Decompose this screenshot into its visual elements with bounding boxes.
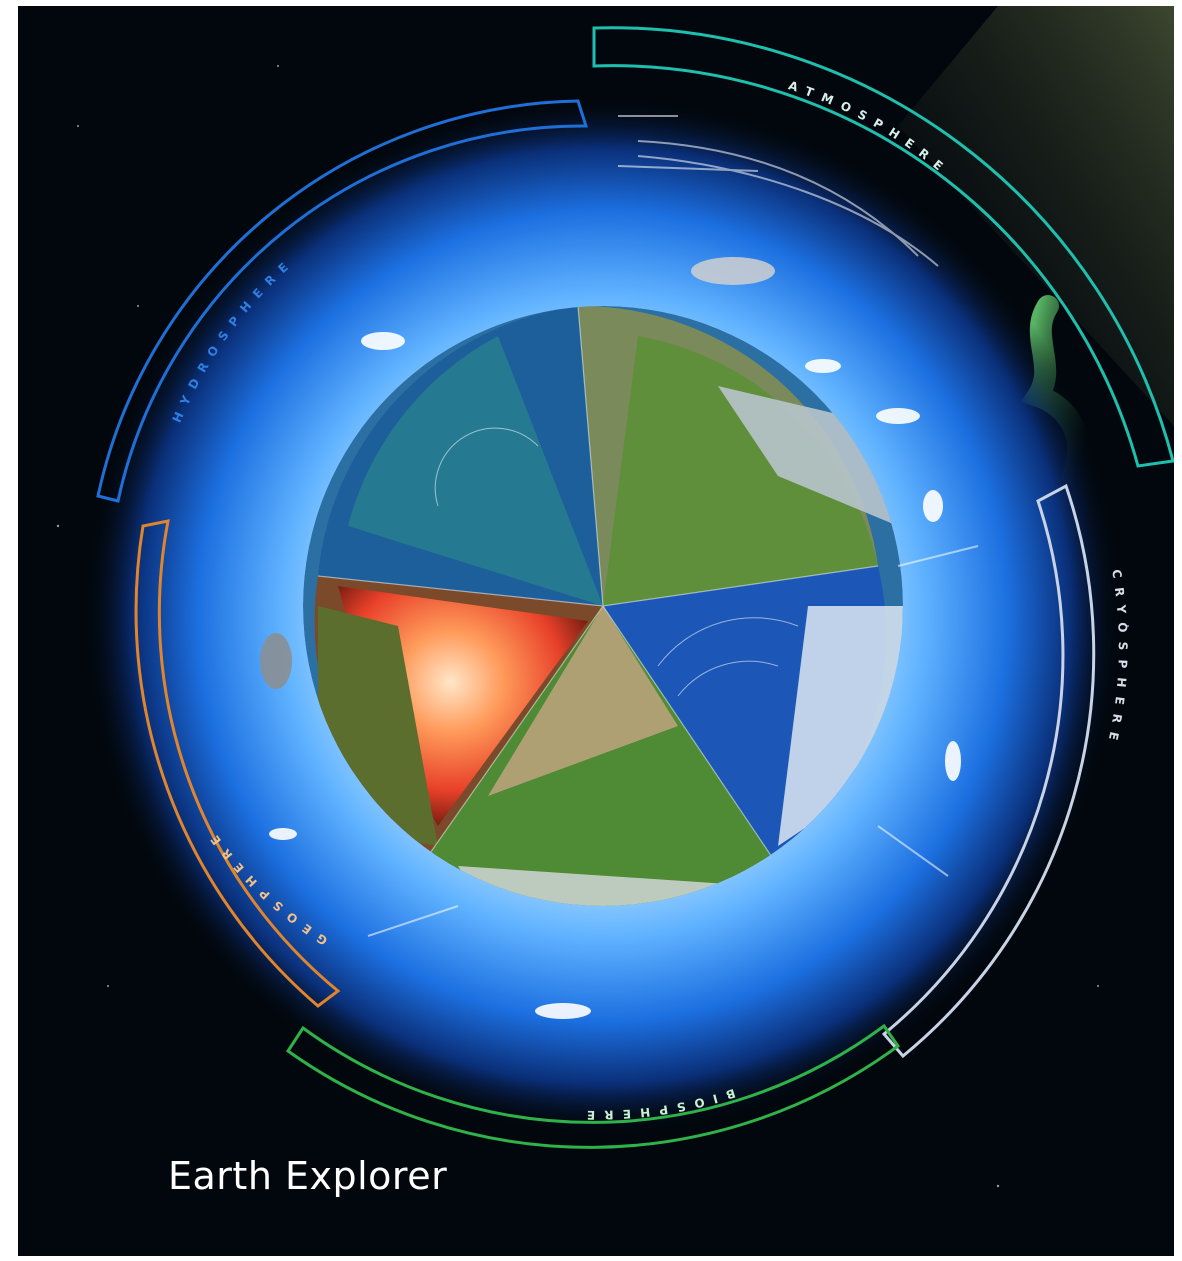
biosphere-ring	[285, 1023, 901, 1149]
annotation-marks	[367, 115, 979, 937]
biosphere-sector	[428, 606, 778, 906]
light-beams	[898, 6, 1174, 426]
page-title: Earth Explorer	[168, 1154, 448, 1198]
cryosphere-ring	[881, 483, 1096, 1059]
diagram-canvas: HYDROSPHERE ATMOSPHERE CRYOSPHERE BIOSPH…	[56, 6, 1174, 1188]
stars	[56, 65, 1129, 1188]
hydrosphere-ring	[96, 99, 589, 503]
sphere-rings	[96, 26, 1174, 1149]
earth-diagram: HYDROSPHERE ATMOSPHERE CRYOSPHERE BIOSPH…	[18, 6, 1174, 1256]
clouds	[260, 257, 961, 1019]
atmosphere-ring	[592, 26, 1174, 468]
geosphere-ring	[134, 519, 341, 1008]
globe	[303, 306, 903, 906]
